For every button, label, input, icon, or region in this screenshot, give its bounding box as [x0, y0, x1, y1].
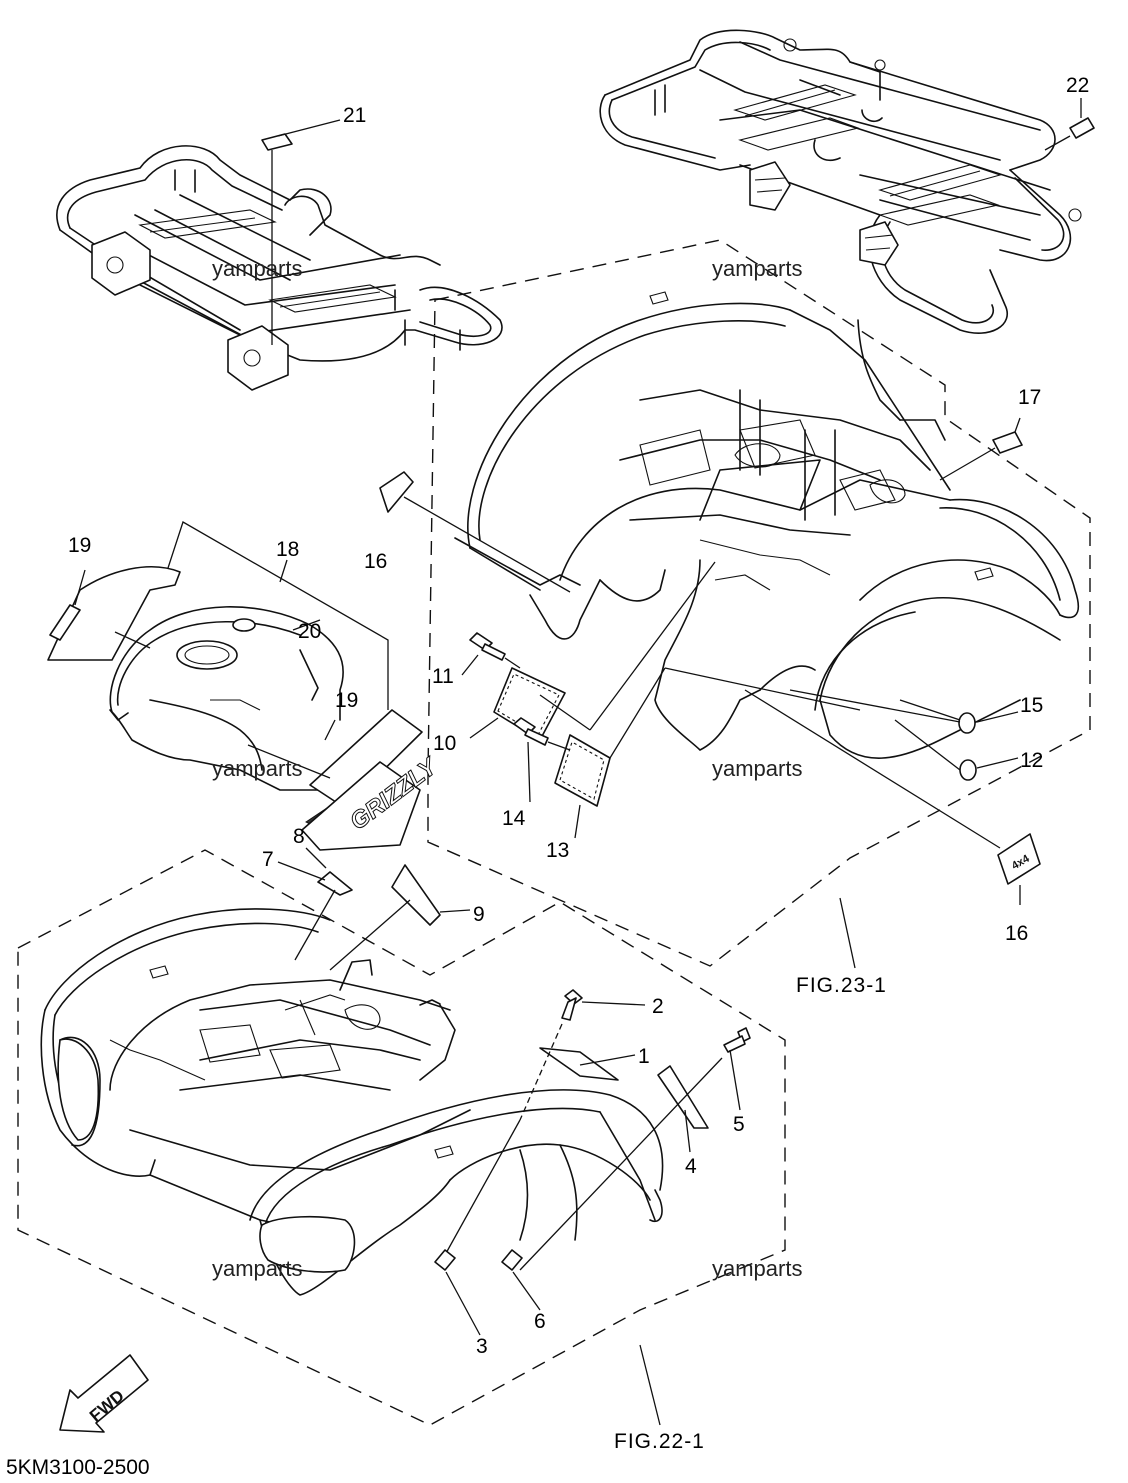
- callout-16-right: 16: [1005, 922, 1028, 945]
- decal-16-left: [379, 471, 414, 513]
- decal-18: [47, 566, 181, 661]
- diagram-code: 5KM3100-2500: [6, 1456, 150, 1479]
- decal-17: [992, 431, 1023, 454]
- figure-ref-22-1: FIG.22-1: [614, 1430, 705, 1453]
- callout-2: 2: [652, 995, 664, 1018]
- rear-fender: [454, 291, 1080, 759]
- grommet-3: [434, 1249, 456, 1271]
- callout-17: 17: [1018, 386, 1041, 409]
- decal-4: [657, 1065, 709, 1129]
- front-carrier-right: [599, 29, 1082, 334]
- callout-6: 6: [534, 1310, 546, 1333]
- decal-1: [539, 1047, 619, 1081]
- watermark: yamparts: [212, 1256, 302, 1281]
- decal-8: [317, 871, 353, 896]
- watermark: yamparts: [712, 756, 802, 781]
- decal-21: [261, 133, 293, 151]
- reflector-13: [554, 734, 611, 807]
- callout-18: 18: [276, 538, 299, 561]
- callout-1: 1: [638, 1045, 650, 1068]
- callout-13: 13: [546, 839, 569, 862]
- bolt-11: [469, 632, 506, 661]
- watermark: yamparts: [212, 256, 302, 281]
- callout-19-right: 19: [335, 689, 358, 712]
- callout-15: 15: [1020, 694, 1043, 717]
- callout-19-left: 19: [68, 534, 91, 557]
- decal-22: [1069, 117, 1095, 139]
- bolt-14: [513, 717, 549, 746]
- forward-arrow-icon: FWD: [59, 1354, 149, 1433]
- decal-16-right: 4x4: [997, 833, 1041, 885]
- callout-4: 4: [685, 1155, 697, 1178]
- nut-15: [958, 712, 976, 734]
- callout-16-left: 16: [364, 550, 387, 573]
- decal-19-left: [49, 604, 81, 641]
- rivet-2: [561, 989, 583, 1021]
- watermark: yamparts: [712, 256, 802, 281]
- callout-10: 10: [433, 732, 456, 755]
- callout-14: 14: [502, 807, 526, 830]
- watermark: yamparts: [212, 756, 302, 781]
- front-fender: [40, 908, 664, 1296]
- rear-fender-group-boundary: [427, 239, 1091, 967]
- callout-5: 5: [733, 1113, 745, 1136]
- callout-12: 12: [1020, 749, 1043, 772]
- grommet-6: [501, 1249, 523, 1271]
- callout-21: 21: [343, 104, 366, 127]
- decal-grizzly: GRIZZLY: [301, 709, 444, 851]
- callout-3: 3: [476, 1335, 488, 1358]
- callout-20: 20: [298, 620, 321, 643]
- watermark: yamparts: [712, 1256, 802, 1281]
- front-fender-group-boundary: [17, 849, 786, 1426]
- decal-9: [391, 864, 441, 926]
- rivet-5: [723, 1027, 751, 1053]
- figure-ref-23-1: FIG.23-1: [796, 974, 887, 997]
- callout-9: 9: [473, 903, 485, 926]
- tank-cover: [109, 606, 344, 791]
- callout-7: 7: [262, 848, 274, 871]
- callout-8: 8: [293, 825, 305, 848]
- rear-carrier-left: [56, 145, 503, 391]
- callout-22: 22: [1066, 74, 1089, 97]
- callout-11: 11: [432, 665, 454, 688]
- nut-12: [959, 759, 977, 781]
